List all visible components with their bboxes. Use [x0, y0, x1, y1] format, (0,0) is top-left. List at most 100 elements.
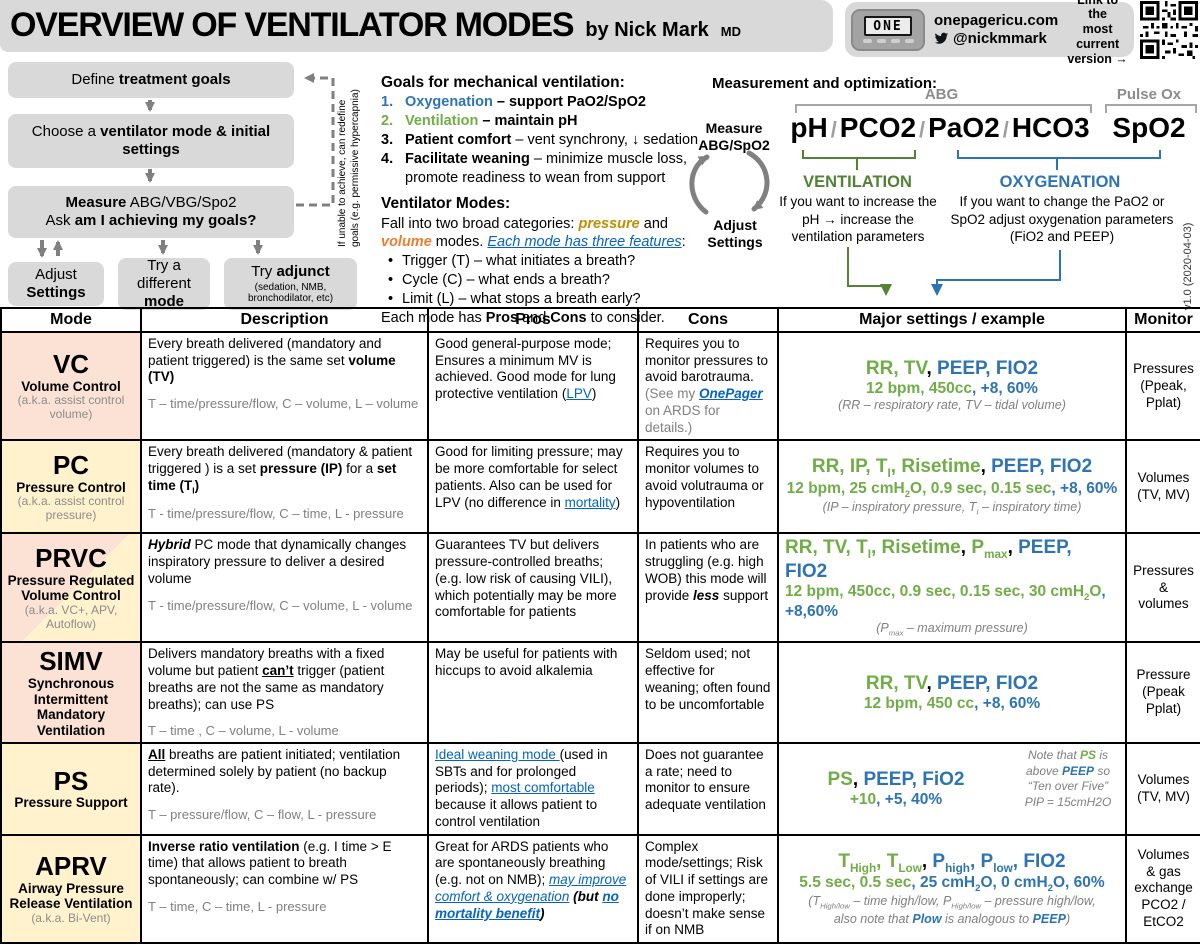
table-row-vc: VC Volume Control (a.k.a. assist control… [0, 330, 1200, 442]
goals-heading: Goals for mechanical ventilation: [381, 74, 625, 91]
website-link[interactable]: onepagericu.com [934, 12, 1059, 30]
monitor-cell: Volumes (TV, MV) [1125, 439, 1200, 535]
cons-cell: In patients who are struggling (e.g. hig… [637, 532, 779, 644]
mode-cell-pc: PC Pressure Control (a.k.a. assist contr… [0, 439, 142, 535]
mode-abbr: PC [52, 450, 90, 481]
page-title: OVERVIEW OF VENTILATOR MODES [10, 6, 575, 44]
settings-params: RR, TV, PEEP, FIO2 [865, 672, 1039, 694]
goals-section: Goals for mechanical ventilation: 1.Oxyg… [381, 73, 705, 328]
settings-params: RR, IP, TI, Risetime, PEEP, FIO2 [811, 456, 1093, 481]
pros-cell: Ideal weaning mode (used in SBTs and for… [427, 742, 639, 836]
pager-buttons [862, 39, 914, 43]
link[interactable]: most comfortable [491, 780, 595, 796]
trigger-cycle-limit: T - time/pressure/flow, C – time, L - pr… [148, 505, 404, 521]
ventilation-text: If you want to increase the pH → increas… [779, 194, 937, 245]
desc-cell: Hybrid PC mode that dynamically changes … [140, 532, 429, 644]
settings-note: (Pmax – maximum pressure) [876, 621, 1028, 638]
table-row-prvc: PRVC Pressure Regulated Volume Control (… [0, 532, 1200, 644]
link[interactable]: OnePager [699, 386, 763, 402]
goal-item: 3.Patient comfort – vent synchrony, ↓ se… [381, 131, 699, 148]
author-byline: by Nick Mark [585, 19, 709, 41]
mode-aka: (a.k.a. Bi-Vent) [31, 910, 111, 925]
feature-bullet: •Trigger (T) – what initiates a breath? [388, 253, 636, 270]
col-header-description: Description [140, 307, 429, 333]
cons-cell: Does not guarantee a rate; need to monit… [637, 742, 779, 836]
trigger-cycle-limit: T – time, C – time, L - pressure [148, 898, 327, 914]
settings-example: 12 bpm, 450 cc, +8, 60% [863, 694, 1041, 712]
pros-cell: Good general-purpose mode; Ensures a min… [427, 330, 639, 442]
link[interactable]: Each mode has three features [487, 234, 682, 251]
desc-cell: Inverse ratio ventilation (e.g. I time >… [140, 833, 429, 944]
mode-name: Pressure Support [14, 795, 128, 811]
cons-cell: Requires you to monitor volumes to avoid… [637, 439, 779, 535]
settings-params: PS, PEEP, FiO2 [827, 768, 965, 790]
twitter-icon [934, 32, 949, 44]
mode-name: Synchronous Intermittent Mandatory Venti… [27, 676, 115, 738]
flow-choose-mode: Choose a ventilator mode & initial setti… [8, 114, 294, 168]
mode-name: Airway Pressure Release Ventilation [9, 880, 133, 912]
settings-params: THigh, TLow, Phigh, Plow, FIO2 [838, 850, 1066, 875]
mode-cell-vc: VC Volume Control (a.k.a. assist control… [0, 330, 142, 442]
oxygenation-title: OXYGENATION [999, 173, 1121, 191]
mode-name: Pressure Control [16, 479, 126, 495]
ps-side-note: Note that PS is above PEEP so “Ten over … [1024, 748, 1112, 809]
desc-cell: All breaths are patient initiated; venti… [140, 742, 429, 836]
monitor-cell: Pressure (Ppeak Pplat) [1125, 641, 1200, 745]
settings-cell: RR, TV, PEEP, FIO2 12 bpm, 450 cc, +8, 6… [777, 641, 1127, 745]
mode-abbr: PRVC [35, 543, 107, 574]
pager-screen: ONE [864, 16, 912, 36]
cons-cell: Requires you to monitor pressures to avo… [637, 330, 779, 442]
monitor-cell: Volumes (TV, MV) [1125, 742, 1200, 836]
ventilation-bracket-stem [856, 157, 858, 170]
cycle-adjust-label: Adjust Settings [707, 217, 763, 250]
settings-cell: THigh, TLow, Phigh, Plow, FIO2 5.5 sec, … [777, 833, 1127, 944]
blood-gas-formula: pH/PCO2/PaO2/HCO3 [790, 112, 1090, 143]
pros-cell: Good for limiting pressure; may be more … [427, 439, 639, 535]
settings-params: RR, TV, PEEP, FIO2 [865, 358, 1039, 380]
feature-bullet: •Limit (L) – what stops a breath early? [388, 290, 641, 307]
desc-cell: Delivers mandatory breaths with a fixed … [140, 641, 429, 745]
measurement-heading: Measurement and optimization: [712, 75, 938, 92]
table-row-ps: PS Pressure Support All breaths are pati… [0, 742, 1200, 836]
ventilation-bracket [802, 150, 916, 159]
flow-try-adjunct: Try adjunct (sedation, NMB, bronchodilat… [224, 258, 357, 310]
cycle-measure-label: Measure ABG/SpO2 [698, 120, 770, 153]
link[interactable]: mortality [564, 494, 616, 510]
table-row-pc: PC Pressure Control (a.k.a. assist contr… [0, 439, 1200, 535]
twitter-handle[interactable]: @nickmmark [934, 30, 1058, 47]
ventilator-modes-table: Mode Description Pros Cons Major setting… [0, 307, 1200, 944]
ventilator-modes-heading: Ventilator Modes: [381, 195, 511, 213]
settings-note: (THigh/low – time high/low, PHigh/low – … [808, 894, 1096, 926]
trigger-cycle-limit: T – time/pressure/flow, C – volume, L – … [148, 396, 419, 412]
mode-aka: (a.k.a. assist control pressure) [17, 494, 125, 522]
settings-cell: RR, TV, PEEP, FIO2 12 bpm, 450cc, +8, 60… [777, 330, 1127, 442]
feedback-loop-note: If unable to achieve, can redefine goals… [337, 89, 361, 247]
link[interactable]: Ideal weaning mode [435, 747, 560, 763]
trigger-cycle-limit: T – time , C – volume, L - volume [148, 723, 339, 739]
cons-cell: Seldom used; not effective for weaning; … [637, 641, 779, 745]
mode-name: Pressure Regulated Volume Control [7, 572, 135, 604]
goal-item: 4.Facilitate weaning – minimize muscle l… [381, 150, 688, 186]
qr-code [1140, 1, 1198, 59]
qr-caption: Link to the most current version → [1067, 0, 1128, 66]
table-row-simv: SIMV Synchronous Intermittent Mandatory … [0, 641, 1200, 745]
mode-aka: (a.k.a. VC+, APV, Autoflow) [24, 602, 118, 631]
spo2-value-label: SpO2 [1112, 112, 1186, 143]
oxygenation-bracket-stem [1056, 157, 1058, 170]
oxygenation-text: If you want to change the PaO2 or SpO2 a… [950, 194, 1174, 245]
goal-item: 1.Oxygenation – support PaO2/SpO2 [381, 94, 646, 111]
trigger-cycle-limit: T – pressure/flow, C – flow, L - pressur… [148, 807, 377, 823]
mode-abbr: PS [53, 765, 89, 796]
ventilation-title: VENTILATION [803, 173, 912, 191]
pulseox-bracket [1105, 104, 1197, 113]
settings-cell: Note that PS is above PEEP so “Ten over … [777, 742, 1127, 836]
oxygenation-bracket [957, 150, 1161, 159]
version-label: v1.0 (2020-04-03) [1182, 222, 1194, 310]
settings-example: 12 bpm, 25 cmH2O, 0.9 sec, 0.15 sec, +8,… [786, 480, 1118, 501]
link[interactable]: LPV [566, 386, 592, 402]
settings-note: (RR – respiratory rate, TV – tidal volum… [838, 398, 1066, 413]
table-header-row: Mode Description Pros Cons Major setting… [0, 307, 1200, 333]
feature-bullet: •Cycle (C) – what ends a breath? [388, 272, 610, 289]
mode-abbr: APRV [35, 851, 107, 882]
mode-abbr: SIMV [39, 646, 103, 677]
